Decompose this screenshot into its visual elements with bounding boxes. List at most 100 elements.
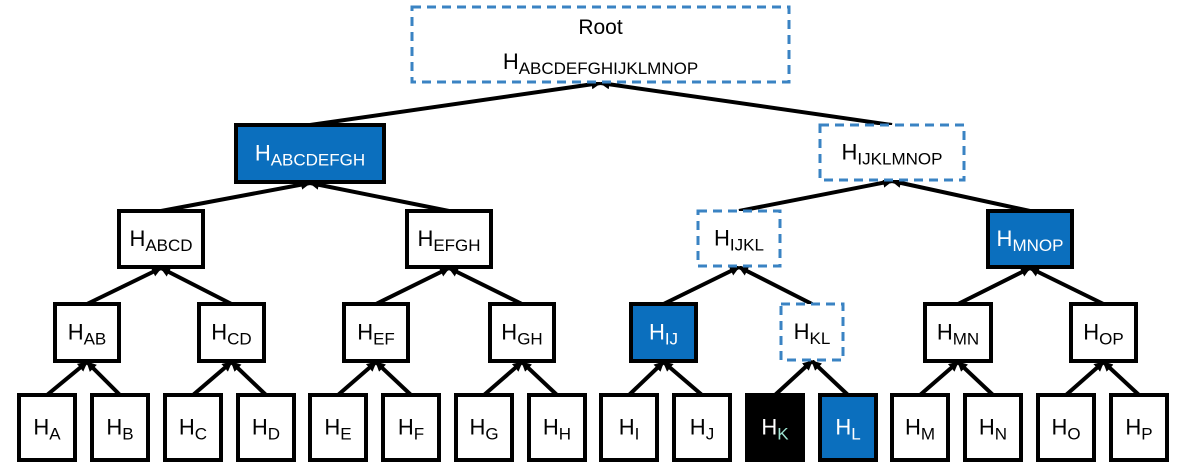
edge-i-to-ij — [627, 360, 665, 397]
node-ef: HEF — [342, 302, 410, 363]
node-hash-label: HMN — [937, 320, 979, 349]
hash-subscript: I — [635, 425, 640, 444]
node-efgh: HEFGH — [405, 209, 493, 269]
hash-symbol: H — [179, 415, 195, 440]
hash-symbol: H — [543, 415, 559, 440]
hash-subscript: G — [485, 425, 498, 444]
edge-ij-to-ijkl — [662, 265, 740, 306]
hash-symbol: H — [252, 415, 268, 440]
root-title: Root — [578, 16, 623, 39]
edge-l-to-kl — [810, 359, 850, 397]
node-hash-label: HCD — [211, 320, 251, 349]
edge-k-to-kl — [773, 359, 814, 397]
node-box — [779, 302, 845, 362]
hash-symbol: H — [503, 49, 519, 74]
hash-symbol: H — [33, 415, 49, 440]
edge-a-to-ab — [45, 360, 89, 397]
hash-subscript: H — [559, 425, 571, 444]
node-box — [923, 302, 993, 363]
edge-b-to-ab — [85, 360, 122, 397]
edge-ef-to-efgh — [375, 266, 450, 306]
hash-symbol: H — [649, 320, 665, 345]
node-hash-label: HMNOP — [997, 226, 1064, 255]
node-hash-label: HK — [761, 415, 789, 444]
node-hash-label: HAB — [68, 320, 107, 349]
node-kl: HKL — [779, 302, 845, 362]
node-op: HOP — [1069, 302, 1138, 363]
hash-subscript: MN — [953, 330, 979, 349]
edge-kl-to-ijkl — [738, 265, 813, 306]
hash-symbol: H — [979, 415, 995, 440]
hash-subscript: P — [1141, 425, 1152, 444]
hash-symbol: H — [842, 140, 858, 165]
node-box — [405, 209, 493, 269]
node-hash-label: HP — [1125, 415, 1152, 444]
node-hash-label: HN — [979, 415, 1007, 444]
node-a: HA — [17, 393, 77, 462]
edge-d-to-cd — [230, 360, 268, 397]
hash-subscript: IJKLMNOP — [857, 150, 942, 169]
hash-symbol: H — [714, 226, 730, 251]
node-hash-label: HO — [1051, 415, 1080, 444]
hash-subscript: IJ — [665, 330, 678, 349]
hash-symbol: H — [398, 415, 414, 440]
hash-symbol: H — [469, 415, 485, 440]
edge-n-to-mn — [956, 360, 995, 397]
node-p: HP — [1109, 393, 1169, 462]
node-box — [163, 393, 223, 462]
hash-subscript: ABCDEFGH — [271, 151, 365, 170]
hash-subscript: F — [414, 425, 424, 444]
node-hash-label: HKL — [794, 319, 831, 348]
edges-layer — [45, 79, 1141, 397]
node-ij: HIJ — [629, 302, 698, 363]
hash-subscript: B — [122, 425, 133, 444]
hash-subscript: N — [995, 425, 1007, 444]
node-box — [986, 209, 1074, 269]
node-box — [1069, 302, 1138, 363]
hash-subscript: C — [195, 425, 207, 444]
hash-symbol: H — [129, 226, 145, 251]
node-o: HO — [1036, 393, 1096, 462]
node-hash-label: HABCDEFGH — [255, 141, 365, 170]
node-box — [410, 5, 791, 84]
hash-symbol: H — [324, 415, 340, 440]
hash-subscript: L — [851, 425, 860, 444]
node-box — [1109, 393, 1169, 462]
node-gh: HGH — [488, 302, 556, 363]
edge-j-to-ij — [662, 360, 704, 397]
node-box — [963, 393, 1023, 462]
node-e: HE — [308, 393, 368, 462]
hash-symbol: H — [1051, 415, 1067, 440]
node-box — [890, 393, 950, 462]
node-hash-label: HIJKL — [714, 226, 764, 255]
node-box — [342, 302, 410, 363]
node-box — [818, 123, 966, 182]
hash-subscript: IJKL — [730, 236, 764, 255]
edge-o-to-op — [1064, 360, 1105, 397]
node-box — [234, 123, 386, 184]
node-box — [696, 209, 782, 268]
node-ijklmnop: HIJKLMNOP — [818, 123, 966, 182]
node-ijkl: HIJKL — [696, 209, 782, 268]
node-hash-label: HEFGH — [417, 226, 480, 255]
edge-efgh-to-abcdefgh — [309, 179, 450, 213]
node-box — [90, 393, 150, 462]
node-abcdefgh: HABCDEFGH — [234, 123, 386, 184]
hash-symbol: H — [619, 415, 635, 440]
node-hash-label: HOP — [1083, 320, 1123, 349]
node-box — [17, 393, 77, 462]
edge-c-to-cd — [191, 360, 233, 397]
node-box — [745, 393, 805, 462]
node-hash-label: HIJ — [649, 320, 678, 349]
hash-subscript: J — [706, 425, 715, 444]
node-hash-label: HG — [469, 415, 498, 444]
hash-subscript: K — [777, 425, 789, 444]
node-hash-label: HE — [324, 415, 351, 444]
edge-e-to-ef — [336, 360, 378, 397]
node-hash-label: HA — [33, 415, 61, 444]
node-f: HF — [381, 393, 441, 462]
node-box — [197, 302, 266, 363]
node-box — [672, 393, 732, 462]
edge-mn-to-mnop — [957, 266, 1031, 306]
